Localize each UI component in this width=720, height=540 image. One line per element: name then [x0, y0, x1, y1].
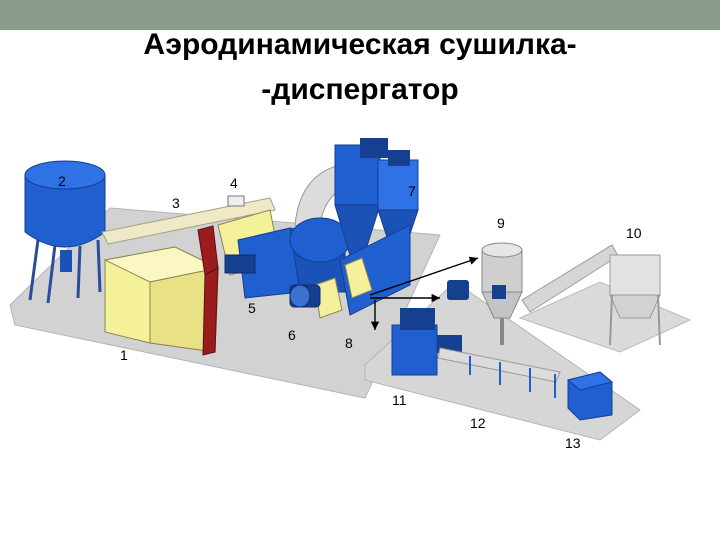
label-1: 1 [120, 347, 128, 363]
label-6: 6 [288, 327, 296, 343]
packaging-unit [568, 372, 612, 420]
label-13: 13 [565, 435, 581, 451]
label-8: 8 [345, 335, 353, 351]
label-12: 12 [470, 415, 486, 431]
label-10: 10 [626, 225, 642, 241]
label-4: 4 [230, 175, 238, 191]
label-2: 2 [58, 173, 66, 189]
label-7: 7 [408, 183, 416, 199]
label-3: 3 [172, 195, 180, 211]
label-11: 11 [392, 392, 407, 408]
label-5: 5 [248, 300, 256, 316]
motor-drive [290, 285, 320, 307]
label-9: 9 [497, 215, 505, 231]
